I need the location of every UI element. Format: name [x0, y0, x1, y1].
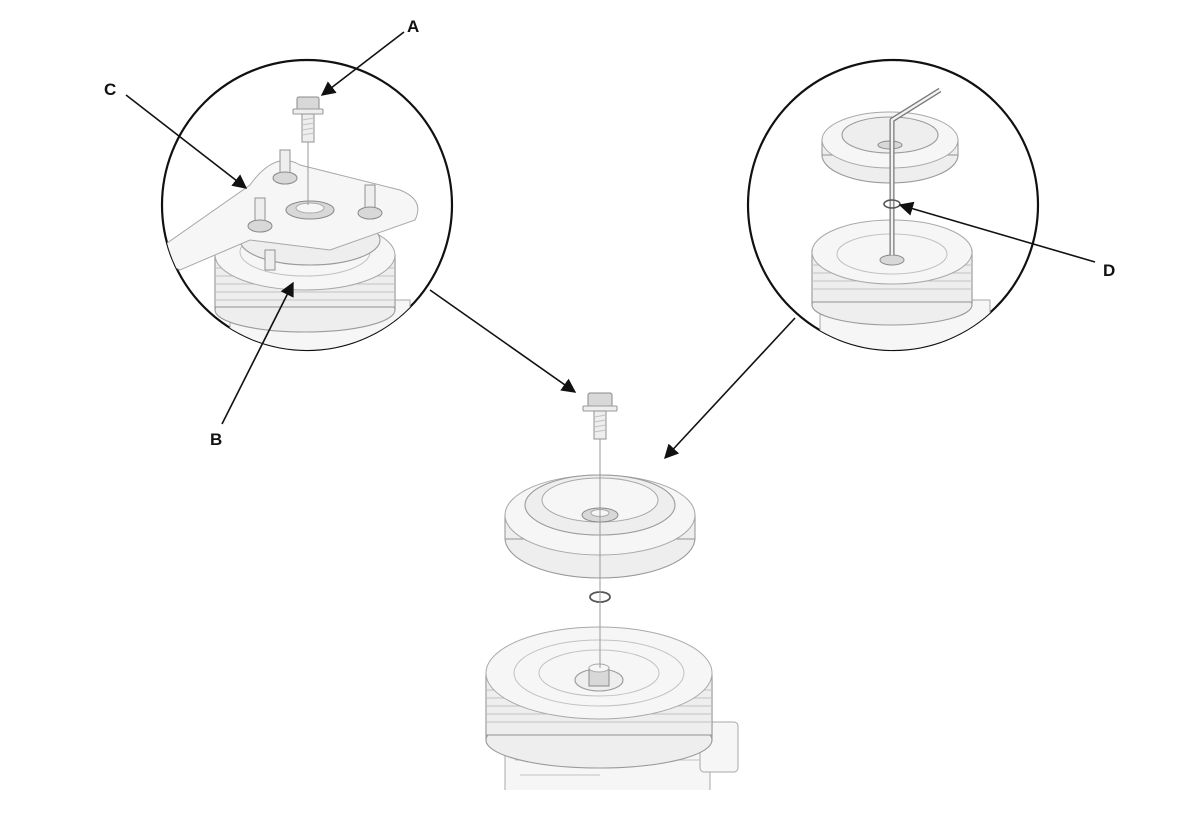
leader-c — [125, 94, 248, 189]
main-assembly — [485, 392, 739, 790]
main-bolt — [582, 392, 618, 440]
leader-a — [320, 31, 405, 96]
callout-c: C — [104, 80, 116, 99]
pulley — [485, 626, 713, 769]
left-detail-view — [160, 58, 454, 352]
right-detail-view — [746, 58, 1040, 352]
arrow-left-to-main — [429, 289, 577, 393]
leader-d — [898, 201, 1096, 263]
callout-d: D — [1103, 261, 1115, 280]
callout-a: A — [407, 17, 419, 36]
callout-b: B — [210, 430, 222, 449]
leader-b — [221, 281, 294, 425]
leader-lines — [125, 31, 1096, 460]
arrow-right-to-main — [664, 317, 796, 460]
